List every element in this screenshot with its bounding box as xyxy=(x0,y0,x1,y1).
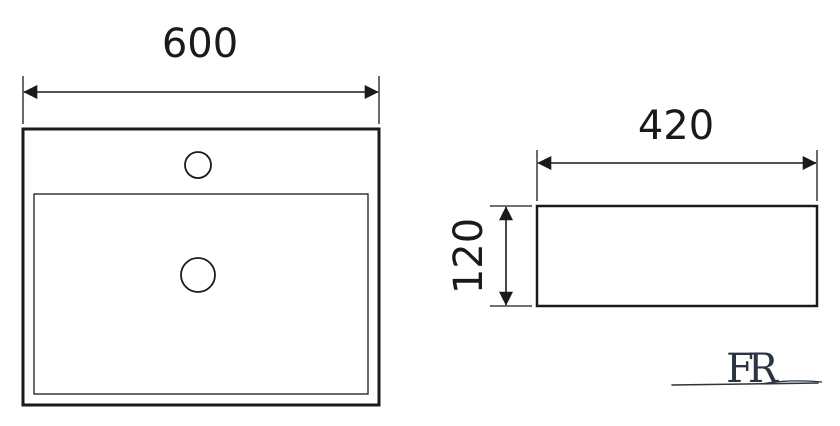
logo-text: FR xyxy=(726,346,780,392)
bowl-outline xyxy=(33,193,369,395)
side-view xyxy=(535,204,819,308)
dimension-label-420: 420 xyxy=(638,103,714,149)
dimension-label-600: 600 xyxy=(162,21,238,67)
top-view xyxy=(21,127,381,407)
logo-swoosh-tail xyxy=(759,380,823,385)
dimension-label-120: 120 xyxy=(446,218,492,294)
dimension-side-height: 120 xyxy=(446,205,532,307)
logo-swoosh xyxy=(671,382,819,386)
dimension-side-width: 420 xyxy=(536,103,818,201)
tap-hole xyxy=(184,151,212,179)
brand-logo: FR xyxy=(671,346,823,392)
drain-hole xyxy=(180,257,216,293)
side-outline xyxy=(535,204,819,308)
dimension-top-width: 600 xyxy=(22,21,380,124)
basin-outline xyxy=(21,127,381,407)
